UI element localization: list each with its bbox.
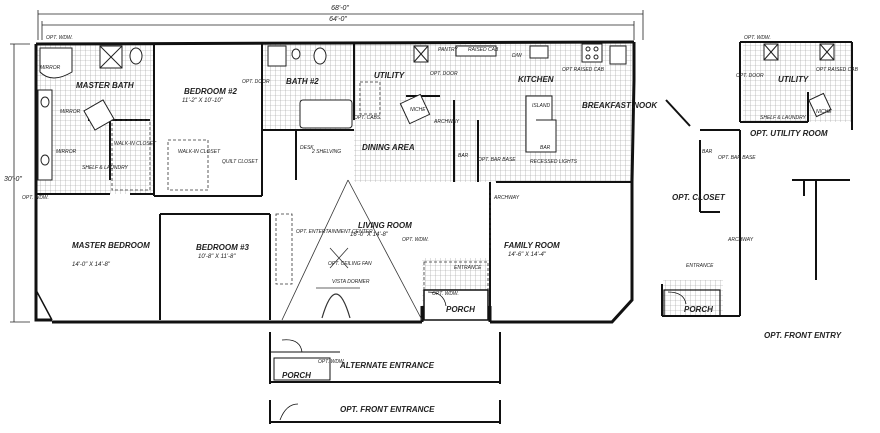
porch-label-2: PORCH	[684, 305, 713, 314]
kitchen-label: KITCHEN	[518, 75, 554, 84]
opt-closet-label: OPT. CLOSET	[672, 193, 725, 202]
breakfast-nook-label: BREAKFAST NOOK	[582, 101, 658, 110]
front-entrance-strip	[269, 400, 501, 424]
opt-door-utility-2: OPT. DOOR	[736, 73, 764, 79]
opt-door-utility: OPT. DOOR	[430, 71, 458, 77]
opt-wdw-utility-label: OPT. WDW.	[744, 35, 771, 41]
desk-label: DESK	[300, 145, 314, 151]
mirror-label: MIRROR	[40, 65, 61, 71]
entrance-label-2: ENTRANCE	[686, 263, 714, 269]
living-room-size: 16'-0" X 14'-8"	[350, 232, 388, 238]
porch-label: PORCH	[446, 305, 475, 314]
living-room-label: LIVING ROOM	[358, 221, 412, 230]
bedroom2-label: BEDROOM #2	[184, 87, 237, 96]
quilt-closet-label: QUILT CLOSET	[222, 159, 258, 165]
interior-walls	[36, 42, 632, 320]
opt-utility-room-label: OPT. UTILITY ROOM	[750, 129, 828, 138]
bar-label-3: BAR	[702, 149, 713, 155]
overall-width: 68'-0"	[331, 5, 349, 12]
shelving-label: 2 SHELVING	[312, 149, 342, 155]
opt-ceiling-fan-label: OPT. CEILING FAN	[328, 261, 372, 267]
alternate-entrance-label: ALTERNATE ENTRANCE	[340, 361, 434, 370]
dimension-lines	[10, 10, 644, 323]
archway-label: ARCHWAY	[434, 119, 460, 125]
bar-label: BAR	[540, 145, 551, 151]
master-bedroom-size: 14'-0" X 14'-8"	[72, 262, 110, 268]
opt-utility-fixtures	[763, 43, 835, 118]
opt-front-entry-label: OPT. FRONT ENTRY	[764, 331, 842, 340]
opt-ent-center-label: OPT. ENTERTAINMENT CENTER	[296, 229, 373, 235]
archway-label-2: ARCHWAY	[494, 195, 520, 201]
exterior-walls	[34, 40, 636, 324]
bar-label-2: BAR	[458, 153, 469, 159]
master-bedroom-label: MASTER BEDROOM	[72, 241, 150, 250]
opt-bar-base-label-2: OPT. BAR BASE	[718, 155, 756, 161]
mirror-label-2: MIRROR	[60, 109, 81, 115]
island-label: ISLAND	[532, 103, 551, 109]
tile-floors	[36, 42, 851, 316]
fixtures	[37, 43, 627, 181]
dw-label: D/W	[512, 53, 522, 59]
depth-dim: 30'-0"	[4, 176, 22, 183]
opt-wdw-alt-label: OPT. WDW.	[318, 359, 345, 365]
entrance-label: ENTRANCE	[454, 265, 482, 271]
opt-cabs-label: OPT. CABS.	[354, 115, 382, 121]
walkin-closet-label: WALK-IN CLOSET	[114, 141, 157, 147]
family-room-label: FAMILY ROOM	[504, 241, 560, 250]
dining-label: DINING AREA	[362, 143, 415, 152]
porch	[423, 289, 489, 321]
raised-cab-label-2: OPT RAISED CAB	[816, 67, 858, 73]
utility-label: UTILITY	[374, 71, 405, 80]
bedroom3-label: BEDROOM #3	[196, 243, 249, 252]
opt-wdw-side-label: OPT. WDW.	[22, 195, 49, 201]
utility-label-2: UTILITY	[778, 75, 809, 84]
opt-wdw-label: OPT. WDW.	[46, 35, 73, 41]
raised-cab-label: RAISED CAB	[468, 47, 499, 53]
master-bath-label: MASTER BATH	[76, 81, 134, 90]
opt-door-label: OPT. DOOR	[242, 79, 270, 85]
shelf-laundry-label-2: SHELF & LAUNDRY	[760, 115, 806, 121]
bedroom3-size: 10'-8" X 11'-8"	[198, 254, 236, 260]
opt-wdw-porch-label: OPT. WDW.	[432, 291, 459, 297]
bedroom2-size: 11'-2" X 10'-10"	[182, 98, 223, 104]
niche-label: NICHE	[410, 107, 426, 113]
mirror-label-3: MIRROR	[56, 149, 77, 155]
niche-label-2: NICHE	[816, 109, 832, 115]
porch-label-3: PORCH	[282, 371, 311, 380]
opt-front-entry-module	[792, 179, 850, 280]
opt-bar-base-label: OPT. BAR BASE	[478, 157, 516, 163]
opt-wdw-living-label: OPT. WDW.	[402, 237, 429, 243]
vaulted-ceiling-lines	[281, 179, 423, 321]
shelf-laundry-label: SHELF & LAUNDRY	[82, 165, 128, 171]
opt-front-entrance-label: OPT. FRONT ENTRANCE	[340, 405, 435, 414]
pantry-label: PANTRY	[438, 47, 458, 53]
family-room-size: 14'-6" X 14'-4"	[508, 252, 546, 258]
opt-closet-porch	[663, 289, 721, 317]
vista-dormer-label: VISTA DORMER	[332, 279, 370, 285]
raised-cab2-label: OPT RAISED CAB	[562, 67, 604, 73]
walkin-closet2-label: WALK-IN CLOSET	[178, 149, 221, 155]
recessed-lights-label: RECESSED LIGHTS	[530, 159, 577, 165]
bath2-label: BATH #2	[286, 77, 319, 86]
archway-label-3: ARCHWAY	[728, 237, 754, 243]
box-width: 64'-0"	[329, 16, 347, 23]
opt-utility-module	[739, 41, 853, 130]
alternate-entrance-strip	[269, 332, 501, 384]
